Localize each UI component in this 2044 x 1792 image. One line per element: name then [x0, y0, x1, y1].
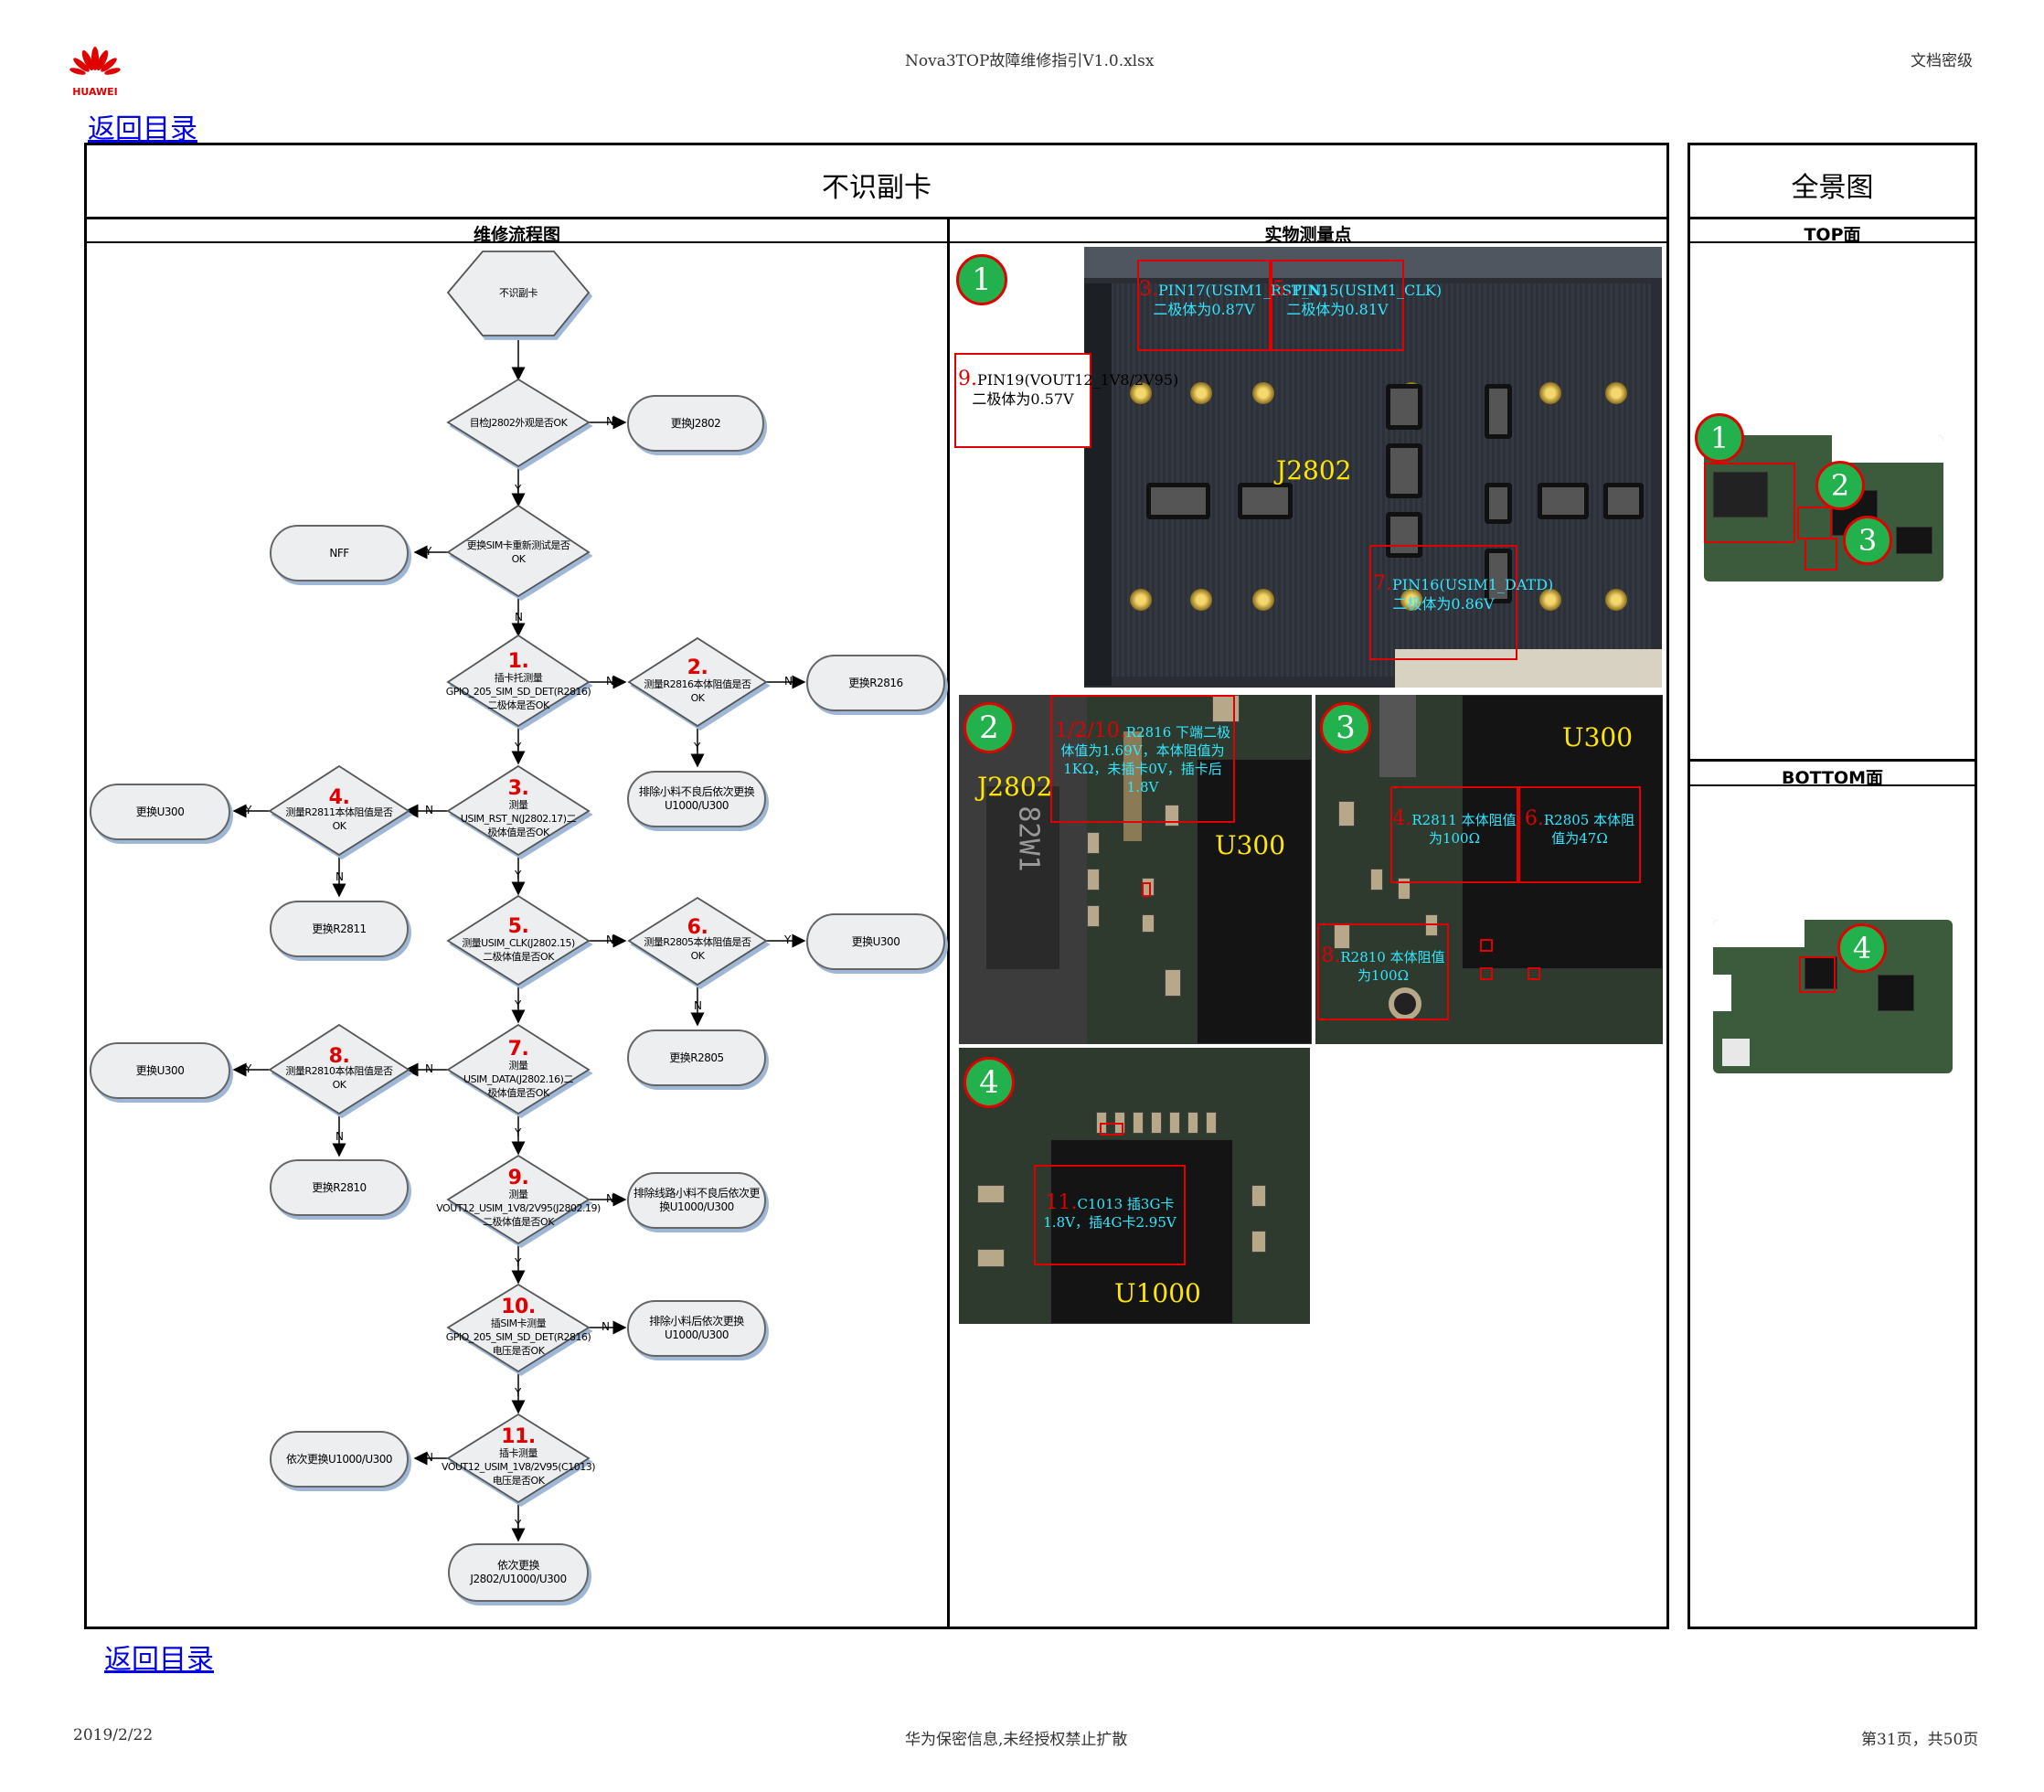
annotation-pin19: 9.PIN19(VOUT12_1V8/2V95)二极体为0.57V — [958, 368, 1179, 409]
flow-step-6: 6.测量R2805本体阻值是否OK — [644, 915, 751, 963]
flow-exclude-then-replace-1: 排除小料不良后依次更换U1000/U300 — [627, 771, 766, 827]
pin19-box — [954, 353, 1091, 448]
annotation-c1013: 11.C1013 插3G卡1.8V，插4G卡2.95V — [1043, 1191, 1176, 1232]
part-label-u1000: U1000 — [1114, 1278, 1201, 1308]
flow-nff: NFF — [270, 525, 409, 581]
file-name: Nova3TOP故障维修指引V1.0.xlsx — [905, 52, 1155, 70]
flow-step-9: 9.测量VOUT12_USIM_1V8/2V95(J2802.19)二极体值是否… — [436, 1166, 601, 1228]
flow-replace-r2816: 更换R2816 — [806, 655, 945, 711]
footer-notice: 华为保密信息,未经授权禁止扩散 — [905, 1731, 1128, 1749]
flow-step-10: 10.插SIM卡测量GPIO_205_SIM_SD_DET(R2816)电压是否… — [445, 1295, 591, 1357]
photo-j2802-connector: J2802 3.PIN17(USIM1_RST_N)二极体为0.87V 5.PI… — [1084, 247, 1662, 688]
footer-page-number: 第31页，共50页 — [1861, 1731, 1979, 1749]
photo-column-header: 实物测量点 — [1264, 225, 1352, 245]
logo-text: HUAWEI — [72, 86, 118, 98]
flow-exclude-then-replace-2: 排除线路小料不良后依次更换U1000/U300 — [627, 1172, 766, 1229]
photo-badge-4: 4 — [963, 1057, 1015, 1108]
flow-step-5: 5.测量USIM_CLK(J2802.15)二极体值是否OK — [462, 915, 575, 964]
classification-label: 文档密级 — [1911, 52, 1973, 70]
panorama-title: 全景图 — [1791, 172, 1874, 204]
huawei-petal-icon — [69, 47, 121, 75]
annotation-r2811: 4.R2811 本体阻值为100Ω — [1392, 807, 1517, 848]
annotation-r2805: 6.R2805 本体阻值为47Ω — [1524, 807, 1635, 848]
photo-badge-2: 2 — [963, 702, 1015, 753]
marking-82w1: 82W1 — [1012, 805, 1045, 872]
top-side-label: TOP面 — [1804, 225, 1861, 245]
panorama-badge-4: 4 — [1837, 923, 1887, 973]
flow-replace-j2802: 更换J2802 — [627, 395, 764, 452]
main-title: 不识副卡 — [822, 172, 932, 204]
part-label-j2802: J2802 — [1276, 455, 1352, 485]
flow-exclude-then-replace-3: 排除小料后依次更换U1000/U300 — [627, 1300, 766, 1357]
panorama-badge-3: 3 — [1843, 516, 1892, 565]
flowchart-connectors — [232, 251, 806, 1542]
flow-step-3: 3.测量USIM_RST_N(J2802.17)二极体值是否OK — [460, 776, 577, 838]
panorama-top-board — [1704, 435, 1943, 581]
bottom-side-label: BOTTOM面 — [1781, 768, 1884, 788]
flow-replace-r2805: 更换R2805 — [627, 1029, 766, 1086]
panorama-table — [1687, 143, 1977, 1629]
flow-step-7: 7.测量USIM_DATA(J2802.16)二极体值是否OK — [463, 1037, 573, 1099]
back-to-index-link-top[interactable]: 返回目录 — [88, 113, 197, 145]
part-label-u300-p2: U300 — [1215, 830, 1286, 860]
flow-replace-u300-b: 更换U300 — [806, 913, 945, 970]
flow-step-4: 4.测量R2811本体阻值是否OK — [285, 785, 393, 833]
photo-badge-1: 1 — [956, 254, 1007, 305]
flow-decision-check-j2802: 目检J2802外观是否OK — [469, 416, 568, 429]
flow-replace-r2810: 更换R2810 — [270, 1159, 409, 1216]
flow-end: 依次更换J2802/U1000/U300 — [448, 1543, 589, 1602]
flow-step-8: 8.测量R2810本体阻值是否OK — [285, 1044, 393, 1092]
flow-column-header: 维修流程图 — [473, 225, 560, 245]
flow-step-11: 11.插卡测量VOUT12_USIM_1V8/2V95(C1013)电压是否OK — [441, 1424, 596, 1487]
photo-r2816-area: J2802 U300 82W1 1/2/10.R2816 下端二极体值为1.69… — [959, 695, 1312, 1044]
flow-start: 不识副卡 — [499, 286, 538, 299]
annotation-r2810: 8.R2810 本体阻值为100Ω — [1321, 944, 1445, 985]
panorama-bottom-board — [1713, 920, 1953, 1073]
flow-step-2: 2.测量R2816本体阻值是否OK — [644, 656, 751, 704]
flow-decision-swap-sim: 更换SIM卡重新测试是否OK — [466, 539, 570, 565]
photo-badge-3: 3 — [1320, 702, 1371, 753]
panorama-badge-1: 1 — [1695, 413, 1744, 463]
annotation-r2816: 1/2/10.R2816 下端二极体值为1.69V，本体阻值为1KΩ，未插卡0V… — [1054, 720, 1231, 796]
panorama-badge-2: 2 — [1815, 461, 1865, 510]
part-label-j2802-p2: J2802 — [977, 772, 1053, 802]
huawei-logo: HUAWEI — [69, 46, 121, 98]
flow-step-1: 1.插卡托测量GPIO_205_SIM_SD_DET(R2816)二极体是否OK — [445, 649, 591, 711]
annotation-pin17: 3.PIN17(USIM1_RST_N)二极体为0.87V — [1139, 278, 1327, 319]
main-table — [84, 143, 1669, 1629]
flow-replace-u300-c: 更换U300 — [90, 1042, 230, 1099]
photo-u1000-c1013: U1000 11.C1013 插3G卡1.8V，插4G卡2.95V — [959, 1048, 1310, 1324]
flow-replace-u300-a: 更换U300 — [90, 784, 230, 840]
back-to-index-link-bottom[interactable]: 返回目录 — [104, 1644, 214, 1676]
flow-replace-sequence-1: 依次更换U1000/U300 — [270, 1431, 409, 1488]
annotation-pin15: 5.PIN15(USIM1_CLK)二极体为0.81V — [1272, 278, 1443, 319]
photo-u300-resistors: U300 4.R2811 本体阻值为100Ω 6.R2805 本体阻值为47Ω … — [1315, 695, 1663, 1044]
annotation-pin16: 7.PIN16(USIM1_DATD)二极体为0.86V — [1373, 572, 1554, 613]
footer-date: 2019/2/22 — [73, 1726, 154, 1744]
flow-replace-r2811: 更换R2811 — [270, 901, 409, 957]
part-label-u300-p3: U300 — [1562, 722, 1634, 752]
